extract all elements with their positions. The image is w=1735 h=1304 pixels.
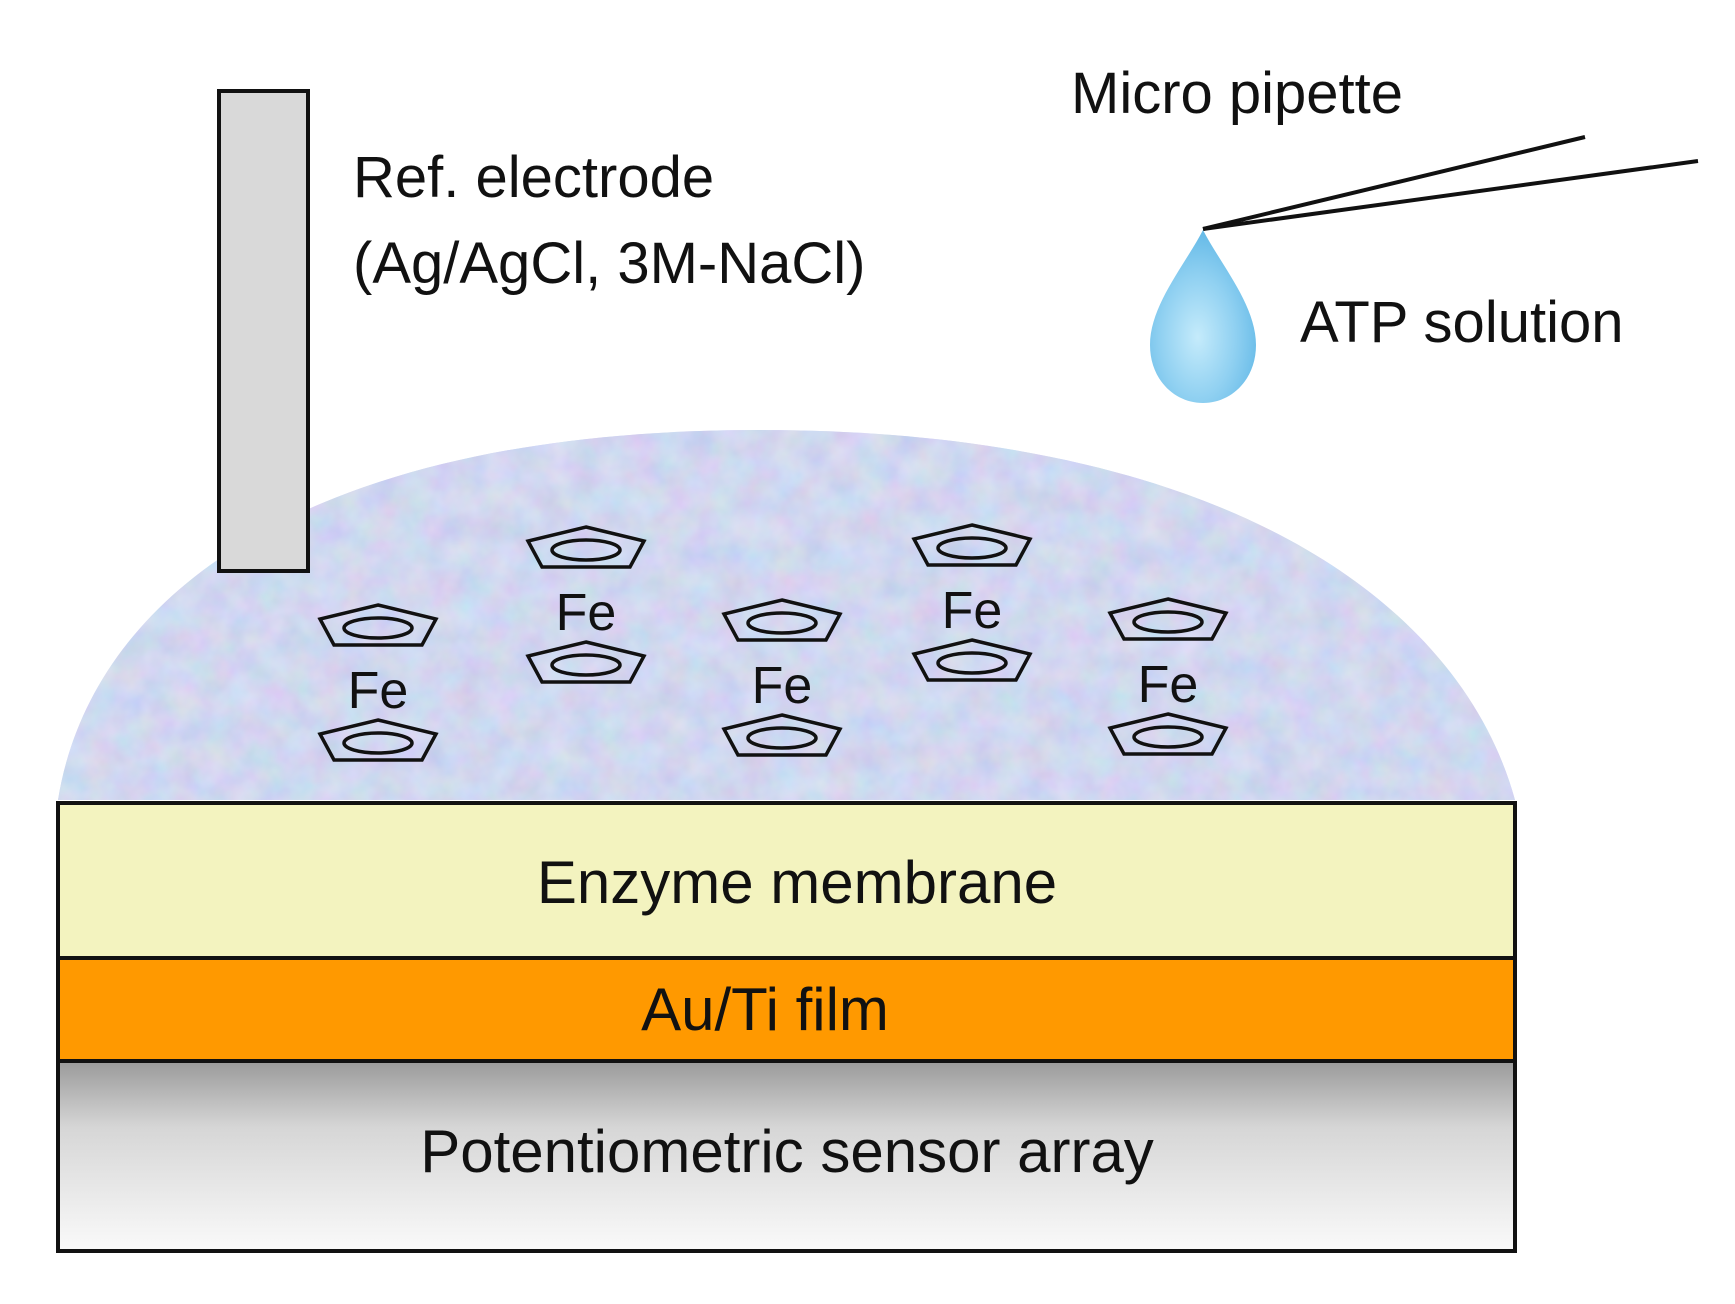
au-ti-film-layer — [56, 956, 1517, 1063]
fe-label: Fe — [556, 584, 617, 642]
sensor-array-layer — [56, 1059, 1517, 1253]
fe-label: Fe — [942, 582, 1003, 640]
cyclopentadienyl-ring-bottom — [911, 638, 1033, 682]
cyclopentadienyl-ring-bottom — [525, 640, 647, 684]
pipette-icon — [1202, 135, 1699, 231]
cyclopentadienyl-ring-top — [317, 603, 439, 647]
cyclopentadienyl-ring-top — [721, 598, 843, 642]
fe-label: Fe — [752, 657, 813, 715]
ferrocene-molecule-icon: Fe — [721, 598, 843, 757]
sensor-array-label: Potentiometric sensor array — [420, 1118, 1154, 1185]
cyclopentadienyl-ring-top — [1107, 597, 1229, 641]
ferrocene-molecule-icon: Fe — [525, 525, 647, 684]
fe-label: Fe — [1138, 656, 1199, 714]
solution-dome — [58, 430, 1515, 800]
cyclopentadienyl-ring-top — [911, 523, 1033, 567]
water-drop-icon — [1150, 230, 1256, 403]
cyclopentadienyl-ring-top — [525, 525, 647, 569]
ferrocene-molecule-icon: Fe — [317, 603, 439, 762]
micro-pipette-label: Micro pipette — [1071, 61, 1403, 126]
cyclopentadienyl-ring-bottom — [1107, 712, 1229, 756]
enzyme-membrane-layer — [56, 801, 1517, 960]
cyclopentadienyl-ring-bottom — [317, 718, 439, 762]
atp-solution-label: ATP solution — [1300, 290, 1623, 355]
au-ti-film-label: Au/Ti film — [641, 976, 889, 1043]
reference-electrode-rod — [217, 89, 310, 573]
cyclopentadienyl-ring-bottom — [721, 713, 843, 757]
ref-electrode-label: Ref. electrode — [353, 145, 714, 210]
ferrocene-molecule-icon: Fe — [911, 523, 1033, 682]
ref-electrode-spec: (Ag/AgCl, 3M-NaCl) — [353, 231, 865, 296]
ferrocene-molecule-icon: Fe — [1107, 597, 1229, 756]
enzyme-membrane-label: Enzyme membrane — [537, 849, 1057, 916]
fe-label: Fe — [348, 662, 409, 720]
